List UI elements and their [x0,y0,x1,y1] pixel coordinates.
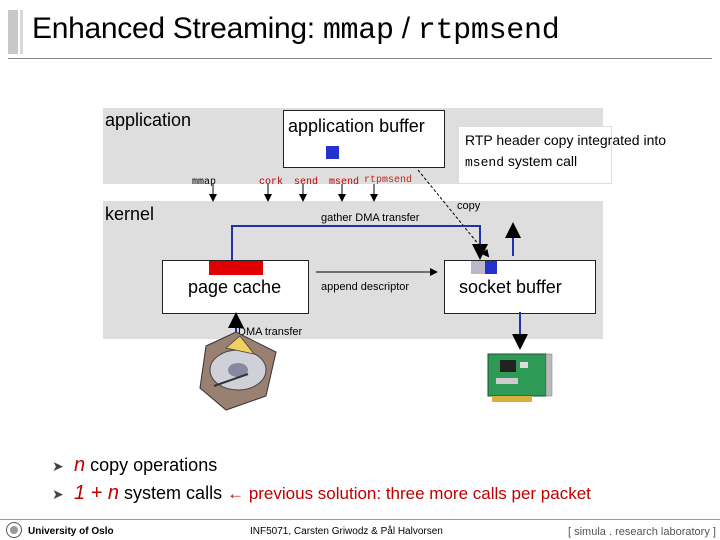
bullet-1-text: copy operations [85,455,218,475]
data-block [209,261,263,275]
application-label: application [105,110,192,130]
title-code-rtpmsend: rtpmsend [417,14,560,48]
title-accent-bar [8,10,18,54]
application-buffer-label: application buffer [288,116,425,136]
slide-title: Enhanced Streaming: mmap / rtpmsend [32,12,560,48]
page-cache-label: page cache [188,277,282,297]
footer-course: INF5071, Carsten Griwodz & Pål Halvorsen [250,526,443,537]
title-accent-bar-thin [20,10,23,54]
syscall-send: send [294,177,319,188]
left-arrow-icon: ← [227,484,245,503]
note-line-2-rest: system call [504,153,578,169]
header-copy-block [485,261,497,274]
title-code-mmap: mmap [322,14,394,48]
bullet-arrow-icon: ➤ [52,486,64,502]
socket-buffer-box [444,260,596,314]
note-code-msend: msend [465,155,505,170]
university-seal-icon [6,522,22,538]
bullet-2: ➤ 1 + n system calls ← previous solution:… [52,482,591,505]
bullet-2-note: ← previous solution: three more calls pe… [227,484,591,503]
title-separator: / [393,12,418,45]
arrow-gather-dma [231,225,488,260]
socket-buffer-label: socket buffer [459,277,562,297]
syscall-mmap: mmap [192,177,217,188]
rtp-header-block [326,146,339,159]
syscall-msend: msend [329,177,360,188]
copy-label: copy [457,200,481,212]
footer-university: University of Oslo [28,526,114,537]
bullet-arrow-icon: ➤ [52,458,64,474]
descriptor-block [471,261,485,274]
disk-drive-icon [199,331,277,411]
bullet-2-emph: 1 + n [74,482,120,504]
footer-lab: [ simula . research laboratory ] [568,526,716,538]
kernel-label: kernel [105,204,155,224]
syscall-rtpmsend: rtpmsend [364,175,413,186]
title-text: Enhanced Streaming: [32,12,323,45]
gather-dma-label: gather DMA transfer [321,212,420,224]
arrow-copy [417,169,490,258]
footer-rule [0,519,720,520]
append-descriptor-label: append descriptor [321,281,410,293]
note-line-2: msend system call [465,151,605,173]
syscall-cork: cork [259,177,284,188]
application-buffer [283,110,445,168]
bullet-2-text: system calls [119,483,223,503]
dma-transfer-label: DMA transfer [238,326,303,338]
bullet-1: ➤ n copy operations [52,454,217,477]
title-rule [8,58,712,59]
bullet-1-emph: n [74,454,86,476]
network-card-icon [487,353,553,402]
bullet-2-note-text: previous solution: three more calls per … [244,484,591,503]
